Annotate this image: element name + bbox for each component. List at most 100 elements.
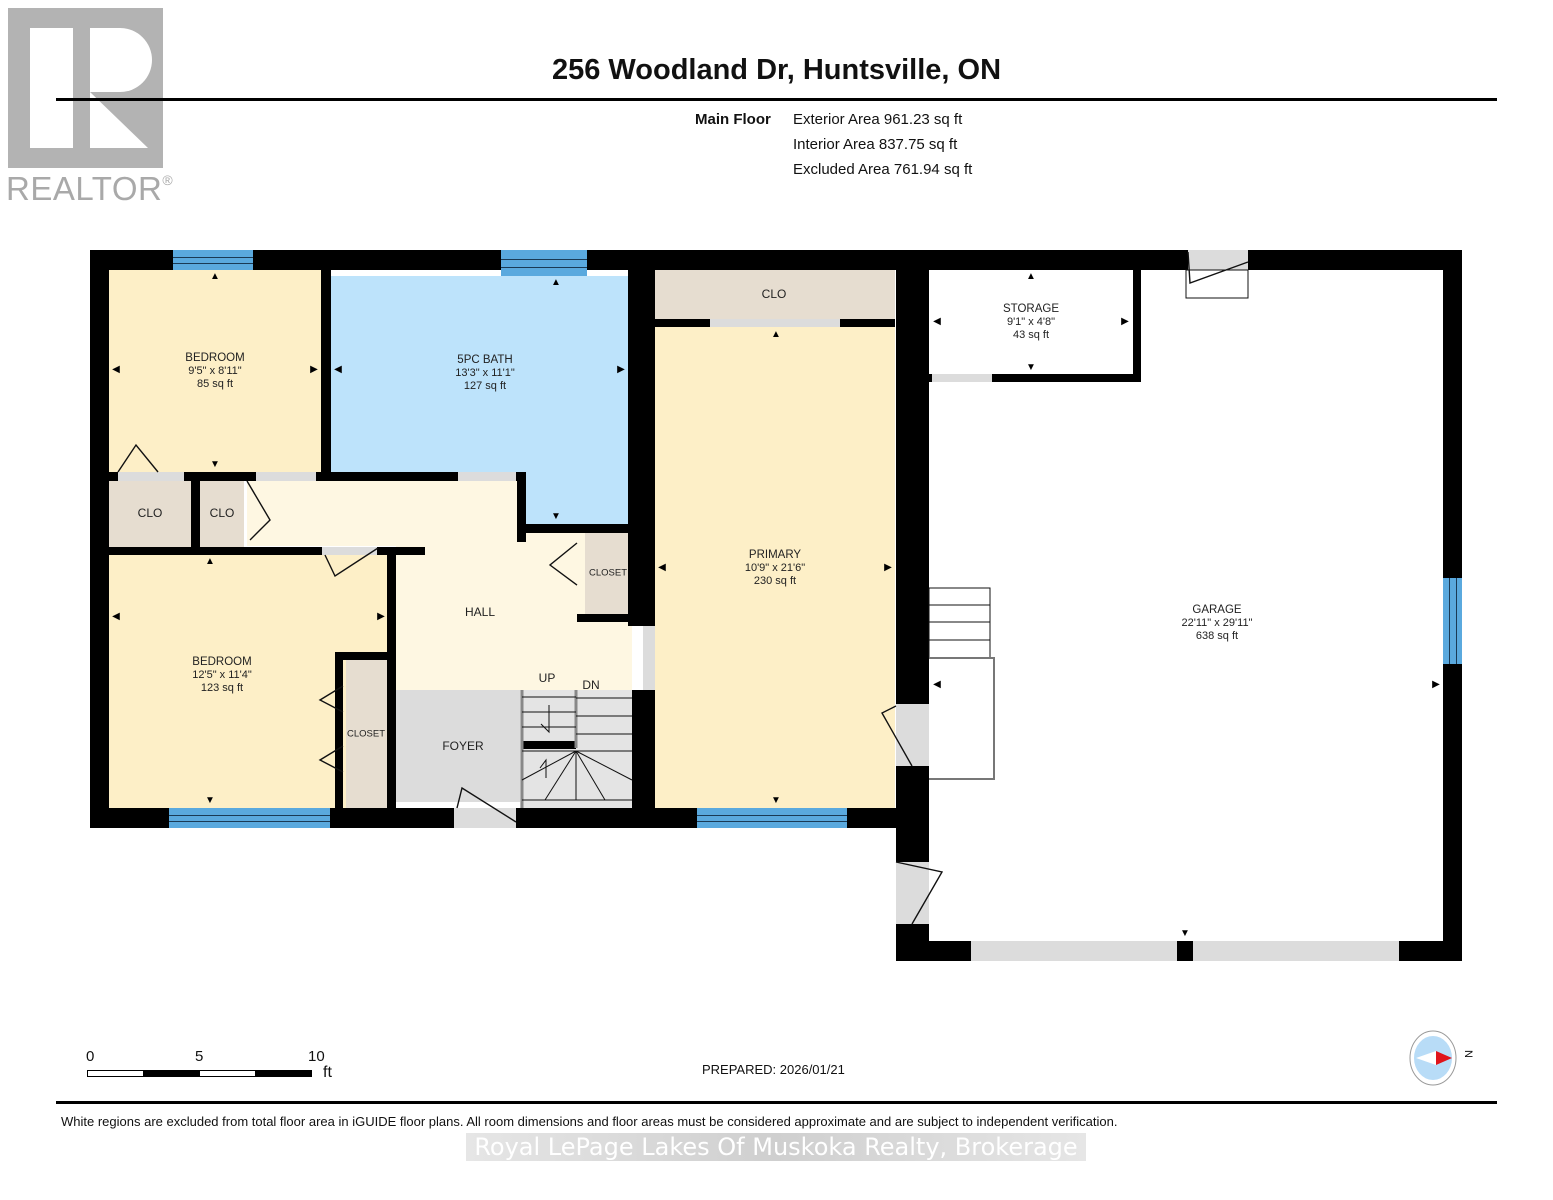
floor-plan: ▲ ▼ ◀ ▶ ▲ ▼ ◀ ▶ ▲ ▼ ◀ ▶ ▲ ▼ ◀ ▶ ▲ ▼ ◀ ▶ … xyxy=(90,250,1462,961)
wall xyxy=(1177,941,1193,961)
door-opening[interactable] xyxy=(458,472,516,481)
scale-bar xyxy=(87,1070,313,1078)
stairs-up-label: UP xyxy=(538,671,556,685)
wall xyxy=(517,524,628,533)
room-closet-hall xyxy=(585,533,631,614)
dimension-arrow-icon: ▼ xyxy=(1180,928,1190,939)
door-opening[interactable] xyxy=(896,704,929,766)
realtor-logo xyxy=(8,8,163,168)
dimension-arrow-icon: ◀ xyxy=(112,611,120,622)
page-title: 256 Woodland Dr, Huntsville, ON xyxy=(551,54,1002,86)
room-clo-mid xyxy=(200,481,244,547)
room-clo-primary xyxy=(652,270,895,319)
scale-tick-5: 5 xyxy=(195,1048,204,1065)
window xyxy=(173,250,253,270)
dimension-arrow-icon: ▼ xyxy=(210,459,220,470)
wall xyxy=(321,270,331,480)
wall xyxy=(335,652,343,812)
window xyxy=(697,808,847,828)
wall xyxy=(90,250,109,828)
compass-label: N xyxy=(1461,1050,1474,1058)
room-5pc-bath-ext xyxy=(526,470,628,525)
scale-unit: ft xyxy=(323,1064,332,1081)
dimension-arrow-icon: ▲ xyxy=(210,271,220,282)
interior-area: Interior Area 837.75 sq ft xyxy=(793,136,958,153)
wall xyxy=(522,741,576,749)
dimension-arrow-icon: ◀ xyxy=(112,364,120,375)
wall xyxy=(387,547,396,817)
room-closet-bed2 xyxy=(346,660,387,808)
room-label-clo-mid: CLO xyxy=(209,506,235,520)
dimension-arrow-icon: ▶ xyxy=(377,611,385,622)
wall xyxy=(109,472,526,481)
header-divider xyxy=(56,98,1497,101)
door-opening[interactable] xyxy=(710,319,840,327)
dimension-arrow-icon: ◀ xyxy=(658,562,666,573)
wall xyxy=(628,270,655,626)
garage-door-opening[interactable] xyxy=(1193,941,1399,961)
room-label-hall: HALL xyxy=(464,605,496,619)
dimension-arrow-icon: ▶ xyxy=(1121,316,1129,327)
dimension-arrow-icon: ▲ xyxy=(205,556,215,567)
garage-door-opening[interactable] xyxy=(971,941,1177,961)
dimension-arrow-icon: ◀ xyxy=(334,364,342,375)
dimension-arrow-icon: ▶ xyxy=(310,364,318,375)
room-primary xyxy=(655,327,895,808)
wall xyxy=(90,250,1462,270)
dimension-arrow-icon: ▼ xyxy=(1026,362,1036,373)
dimension-arrow-icon: ▼ xyxy=(551,511,561,522)
window xyxy=(169,808,330,828)
disclaimer: White regions are excluded from total fl… xyxy=(61,1114,1118,1129)
door-opening[interactable] xyxy=(118,472,184,481)
wall xyxy=(632,690,655,820)
dimension-arrow-icon: ▲ xyxy=(1026,271,1036,282)
room-label-closet-bedroom: CLOSET xyxy=(346,728,386,740)
door-opening[interactable] xyxy=(932,374,992,382)
wall xyxy=(577,614,632,622)
wall xyxy=(1133,270,1141,382)
dimension-arrow-icon: ▲ xyxy=(771,329,781,340)
room-label-foyer: FOYER xyxy=(442,739,484,753)
room-label-clo-primary: CLO xyxy=(761,287,787,301)
dimension-arrow-icon: ◀ xyxy=(933,316,941,327)
dimension-arrow-icon: ▲ xyxy=(551,277,561,288)
room-label-closet-hall: CLOSET xyxy=(588,567,628,579)
room-foyer xyxy=(396,690,520,802)
dimension-arrow-icon: ▼ xyxy=(771,795,781,806)
wall xyxy=(517,472,526,542)
door-opening[interactable] xyxy=(322,547,377,555)
dimension-arrow-icon: ▶ xyxy=(617,364,625,375)
door-opening[interactable] xyxy=(896,862,929,924)
room-5pc-bath xyxy=(331,276,628,472)
window xyxy=(1443,578,1462,664)
compass-north-icon xyxy=(1409,1030,1457,1086)
door-opening[interactable] xyxy=(643,626,655,690)
wall xyxy=(896,250,929,961)
wall xyxy=(929,374,1141,382)
dimension-arrow-icon: ◀ xyxy=(933,679,941,690)
stairs-down-label: DN xyxy=(582,678,600,692)
door-opening[interactable] xyxy=(256,472,316,481)
footer-divider xyxy=(56,1101,1497,1104)
brokerage-watermark: Royal LePage Lakes Of Muskoka Realty, Br… xyxy=(466,1133,1086,1161)
dimension-arrow-icon: ▶ xyxy=(1432,679,1440,690)
scale-tick-10: 10 xyxy=(308,1048,325,1065)
exterior-area: Exterior Area 961.23 sq ft xyxy=(793,111,963,128)
realtor-wordmark: REALTOR® xyxy=(6,170,174,207)
floor-label: Main Floor xyxy=(695,111,771,128)
dimension-arrow-icon: ▼ xyxy=(205,795,215,806)
door-opening[interactable] xyxy=(1188,250,1248,270)
dimension-arrow-icon: ▶ xyxy=(884,562,892,573)
wall xyxy=(191,481,200,547)
room-clo-left xyxy=(109,481,191,547)
excluded-area: Excluded Area 761.94 sq ft xyxy=(793,161,973,178)
prepared-date: PREPARED: 2026/01/21 xyxy=(702,1062,845,1077)
scale-tick-0: 0 xyxy=(86,1048,95,1065)
realtor-r-logo-icon xyxy=(30,28,152,148)
wall xyxy=(109,547,425,555)
